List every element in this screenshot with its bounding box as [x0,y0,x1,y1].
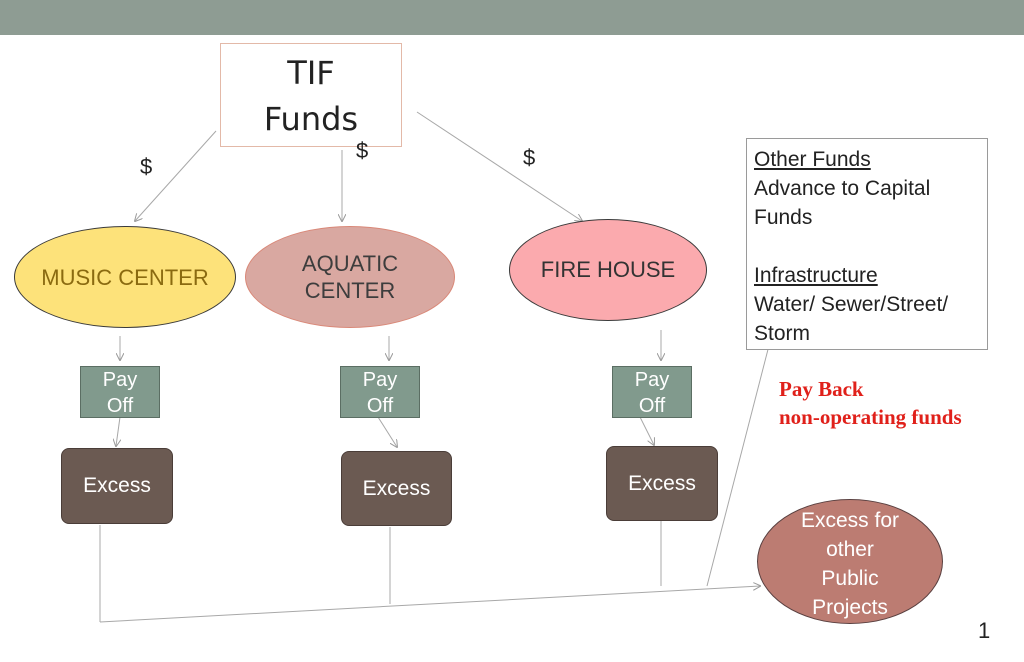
music-center-label: MUSIC CENTER [41,264,209,290]
arrow-payoff-excess-2 [377,416,397,447]
other-funds-text-line1: Advance to Capital [754,177,931,200]
other-funds-text-line2: Funds [754,206,813,229]
excess-box-fire: Excess [606,446,718,521]
arrow-tif-fire [416,111,582,221]
excess-label: Excess [83,474,151,497]
line-bottom-collector [99,586,760,623]
excess-other-projects-node: Excess for other Public Projects [757,499,943,624]
infrastructure-heading: Infrastructure [754,264,878,287]
excess-box-aquatic: Excess [341,451,452,526]
arrow-payoff-excess-1 [116,416,120,446]
pay-back-line2: non-operating funds [779,405,962,429]
payoff-line1: Pay [362,369,398,391]
payoff-box-aquatic: Pay Off [340,366,420,418]
other-projects-line4: Projects [812,596,888,619]
fire-house-label: FIRE HOUSE [540,257,676,282]
other-projects-line2: other [826,538,874,561]
payoff-line1: Pay [634,369,670,391]
infrastructure-text-line1: Water/ Sewer/Street/ [754,293,949,316]
excess-box-music: Excess [61,448,173,524]
other-projects-line3: Public [821,567,879,590]
other-funds-heading: Other Funds [754,148,871,171]
tif-line2: Funds [263,100,359,138]
infrastructure-text-line2: Storm [754,322,811,345]
aquatic-center-label-line2: CENTER [304,278,396,303]
spacer [754,232,981,261]
tif-funds-box: TIF Funds [220,43,402,147]
music-center-node: MUSIC CENTER [14,226,236,328]
aquatic-center-label-line1: AQUATIC [301,251,399,276]
top-bar [0,0,1024,35]
arrow-payoff-excess-3 [639,416,654,445]
aquatic-center-node: AQUATIC CENTER [245,226,455,328]
pay-back-note: Pay Back non-operating funds [779,375,1019,431]
payoff-line1: Pay [102,369,138,391]
tif-line1: TIF [287,54,335,92]
payoff-box-fire: Pay Off [612,366,692,418]
fire-house-node: FIRE HOUSE [509,219,707,321]
payoff-line2: Off [106,395,134,417]
excess-label: Excess [362,476,431,500]
payoff-box-music: Pay Off [80,366,160,418]
payoff-line2: Off [638,395,666,417]
other-projects-line1: Excess for [800,509,900,532]
dollar-label-fire: $ [523,145,536,170]
pay-back-line1: Pay Back [779,377,864,401]
excess-label: Excess [628,471,696,495]
payoff-line2: Off [366,395,394,417]
page-number: 1 [978,618,991,643]
other-funds-box: Other Funds Advance to Capital Funds Inf… [746,138,988,350]
dollar-label-music: $ [140,154,153,179]
dollar-label-aquatic: $ [356,138,369,163]
